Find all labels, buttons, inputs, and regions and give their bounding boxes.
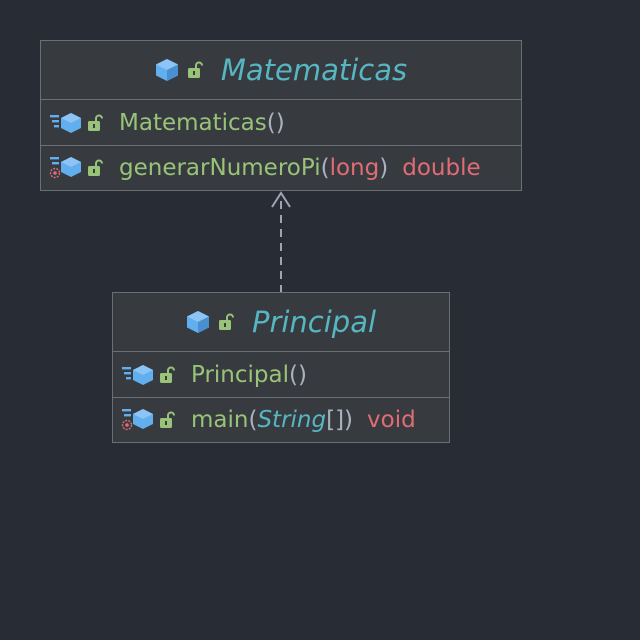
- param-type: String: [257, 407, 327, 433]
- member-row-constructor[interactable]: Principal(): [113, 352, 449, 397]
- member-row-method[interactable]: main(String []) void: [113, 397, 449, 442]
- params-close: ): [298, 361, 307, 388]
- member-name: main: [191, 407, 249, 433]
- return-type: void: [367, 407, 416, 433]
- constructor-icon: [121, 363, 155, 387]
- static-method-icon: [121, 408, 155, 432]
- params-close: ): [379, 155, 389, 181]
- class-box-matematicas[interactable]: Matematicas Matematicas() generarNumeroP…: [40, 40, 522, 191]
- params-open: (: [248, 407, 258, 433]
- class-header: Principal: [113, 293, 449, 352]
- member-name: generarNumeroPi: [119, 155, 321, 181]
- member-row-method[interactable]: generarNumeroPi(long) double: [41, 145, 521, 190]
- class-box-principal[interactable]: Principal Principal() main(String [])voi…: [112, 292, 450, 443]
- member-row-constructor[interactable]: Matematicas(): [41, 100, 521, 145]
- class-name: Matematicas: [220, 53, 408, 87]
- member-name: Principal: [191, 361, 290, 388]
- public-lock-icon: [87, 159, 103, 177]
- params-open: (: [289, 361, 298, 388]
- constructor-icon: [49, 111, 83, 135]
- public-lock-icon: [218, 313, 234, 331]
- params-close: ): [275, 109, 285, 136]
- member-name: Matematicas: [119, 109, 267, 136]
- open-arrowhead: [271, 191, 291, 208]
- params-close: []): [326, 407, 354, 433]
- public-lock-icon: [159, 366, 175, 384]
- static-method-icon: [49, 156, 83, 180]
- public-lock-icon: [159, 411, 175, 429]
- class-icon: [155, 58, 179, 82]
- param-type: long: [329, 155, 380, 181]
- class-name: Principal: [251, 305, 377, 339]
- public-lock-icon: [87, 114, 103, 132]
- return-type: double: [402, 155, 481, 181]
- params-open: (: [320, 155, 330, 181]
- class-header: Matematicas: [41, 41, 521, 100]
- params-open: (: [266, 109, 276, 136]
- class-icon: [186, 310, 210, 334]
- public-lock-icon: [187, 61, 203, 79]
